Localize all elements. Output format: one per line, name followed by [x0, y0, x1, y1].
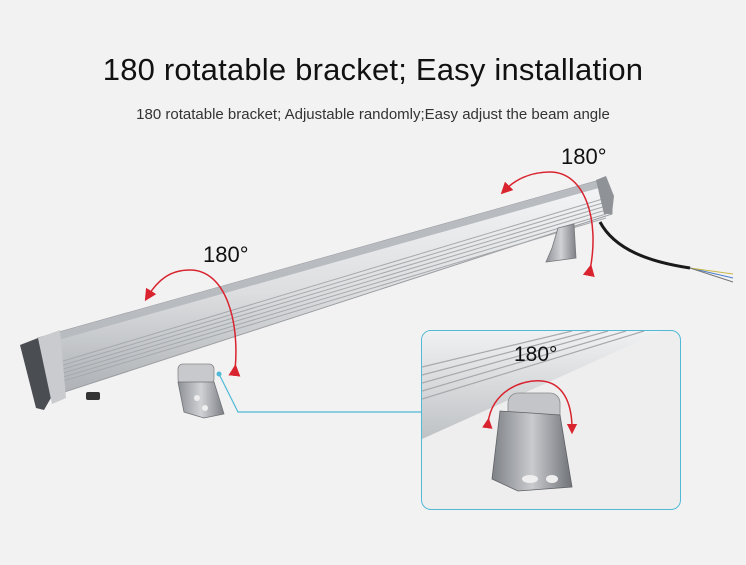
bracket-left — [177, 363, 225, 419]
bracket-closeup-inset: 180° — [421, 330, 681, 510]
callout-line — [218, 373, 421, 413]
rotation-arrow-right — [500, 171, 595, 278]
power-cable — [598, 221, 691, 270]
angle-label-inset: 180° — [514, 343, 558, 366]
page-subtitle: 180 rotatable bracket; Adjustable random… — [136, 106, 610, 123]
rotation-arrow-left — [144, 269, 241, 377]
angle-label-right: 180° — [561, 144, 607, 169]
cable-wires — [689, 267, 734, 283]
page-title: 180 rotatable bracket; Easy installation — [102, 52, 644, 87]
angle-label-left: 180° — [203, 242, 249, 267]
